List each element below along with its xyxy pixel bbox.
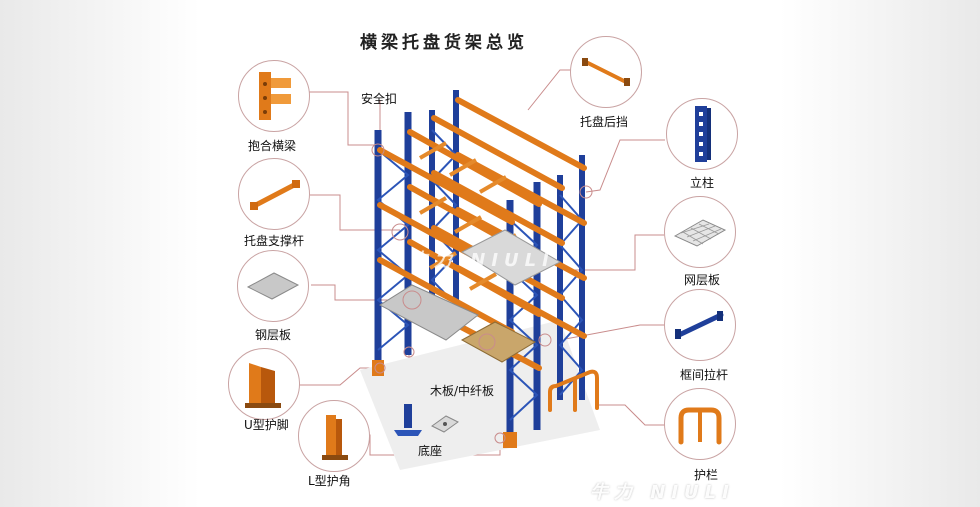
label-u-guard: U型护脚 [244, 418, 289, 432]
part-circle-guard-rail [664, 388, 736, 460]
part-circle-frame-tie [664, 289, 736, 361]
part-circle-u-guard [228, 348, 300, 420]
anchor-bolt-icon [431, 415, 459, 433]
label-clamp-beam: 抱合横梁 [248, 139, 297, 153]
pallet-support-icon [250, 180, 300, 210]
u-guard-icon [245, 363, 281, 408]
watermark-center: 牛力 NIULI [410, 250, 555, 271]
label-safety-lock: 安全扣 [361, 92, 398, 106]
page-title: 横梁托盘货架总览 [360, 33, 528, 53]
part-circle-wire-deck [664, 196, 736, 268]
part-circle-steel-panel [237, 250, 309, 322]
rack-callout-markers [371, 143, 593, 444]
frame-tie-icon [675, 311, 724, 339]
label-pallet-backstop: 托盘后挡 [580, 115, 629, 129]
wood-panel [460, 321, 537, 363]
guard-rail-icon [678, 407, 722, 445]
label-wire-deck: 网层板 [684, 273, 721, 287]
wire-deck-panel [460, 229, 562, 286]
part-circle-l-guard [298, 400, 370, 472]
part-circle-pallet-support [238, 158, 310, 230]
wire-deck-icon [673, 219, 727, 247]
clamp-beam-icon [259, 72, 291, 120]
pallet-backstop-icon [582, 58, 630, 86]
steel-panel [378, 284, 479, 341]
label-l-guard: L型护角 [308, 474, 351, 488]
label-base: 底座 [418, 444, 443, 458]
part-circle-clamp-beam [238, 60, 310, 132]
label-frame-tie: 框间拉杆 [680, 368, 729, 382]
guard-rail [548, 369, 599, 412]
label-steel-panel: 钢层板 [255, 328, 292, 342]
base-plate-icon [394, 404, 422, 436]
label-pallet-support: 托盘支撑杆 [244, 234, 305, 248]
watermark-bottom: 牛力 NIULI [590, 482, 735, 503]
steel-panel-icon [246, 272, 300, 300]
foot-protector-2 [503, 432, 517, 448]
label-guard-rail: 护栏 [694, 468, 719, 482]
beams [377, 97, 587, 371]
label-wood-board: 木板/中纤板 [430, 384, 495, 398]
foot-protector-1 [372, 360, 384, 376]
label-upright: 立柱 [690, 176, 715, 190]
upright-icon [695, 106, 711, 162]
part-circle-upright [666, 98, 738, 170]
part-circle-pallet-backstop [570, 36, 642, 108]
l-guard-icon [322, 415, 348, 460]
